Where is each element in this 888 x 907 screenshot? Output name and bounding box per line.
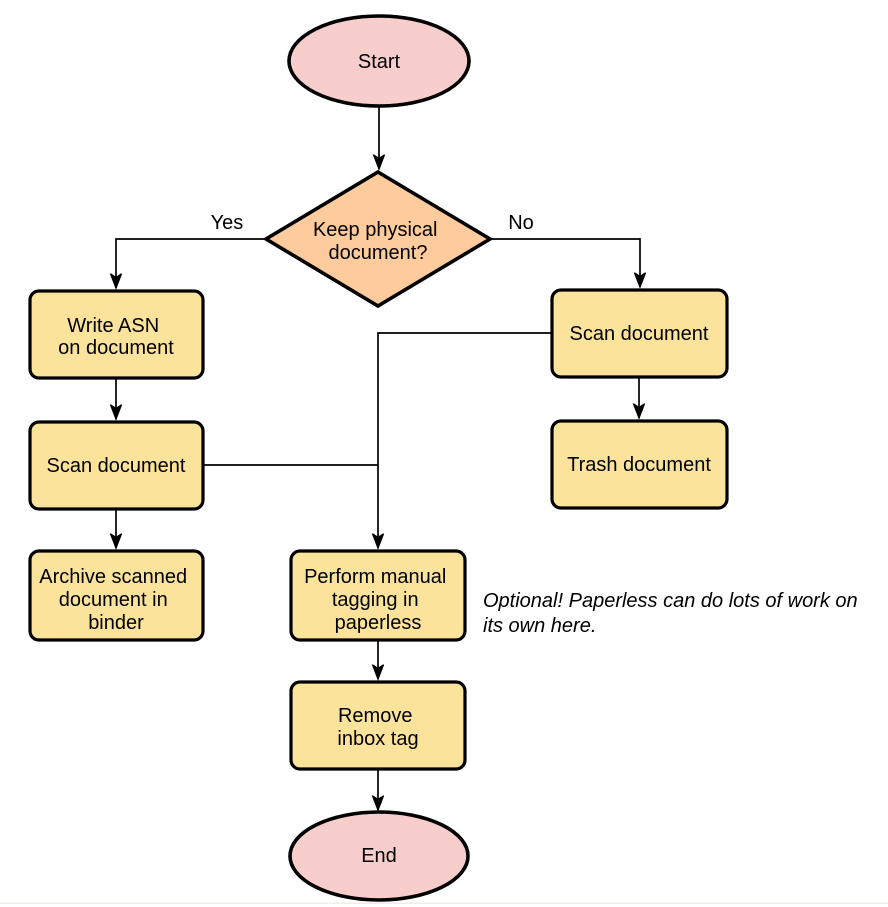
node-tagging: Perform manual tagging in paperless: [289, 549, 467, 642]
edge-decision-no-to-scan-right: [490, 238, 640, 287]
node-scan-right: Scan document: [550, 288, 729, 379]
remove-inbox-label: Remove inbox tag: [337, 705, 418, 750]
write-asn-label: Write ASN on document: [58, 315, 174, 359]
edge-label-yes: Yes: [211, 212, 244, 234]
node-scan-left: Scan document: [28, 420, 205, 511]
node-archive: Archive scanned document in binder: [28, 549, 205, 642]
scan-left-label: Scan document: [47, 455, 186, 477]
scan-right-box: [550, 288, 729, 379]
node-start: Start: [287, 14, 471, 108]
start-label: Start: [358, 51, 401, 73]
start-ellipse: [287, 14, 471, 108]
edge-decision-yes-to-write-asn: [116, 238, 266, 288]
trash-box: [550, 419, 729, 510]
write-asn-box: [28, 289, 205, 380]
node-trash: Trash document: [550, 419, 729, 510]
scan-left-box: [28, 420, 205, 511]
tagging-label: Perform manual tagging in paperless: [304, 566, 452, 634]
end-label: End: [361, 845, 397, 867]
tagging-box: [289, 549, 467, 642]
trash-label: Trash document: [567, 454, 711, 476]
remove-inbox-box: [289, 680, 467, 771]
archive-label: Archive scanned document in binder: [39, 566, 192, 634]
node-end: End: [288, 810, 470, 902]
node-remove-inbox: Remove inbox tag: [289, 680, 467, 771]
decision-diamond: [262, 169, 494, 309]
archive-box: [28, 549, 205, 642]
node-decision: Keep physical document?: [262, 169, 494, 309]
note-optional: Optional! Paperless can do lots of work …: [483, 590, 863, 637]
edge-label-no: No: [508, 212, 534, 234]
edges: Yes No: [116, 106, 640, 810]
edge-scan-right-to-tagging: [378, 332, 552, 548]
decision-label: Keep physical document?: [313, 219, 443, 264]
scan-right-label: Scan document: [570, 323, 709, 345]
node-write-asn: Write ASN on document: [28, 289, 205, 380]
bottom-rule: [0, 902, 888, 904]
end-ellipse: [288, 810, 470, 902]
